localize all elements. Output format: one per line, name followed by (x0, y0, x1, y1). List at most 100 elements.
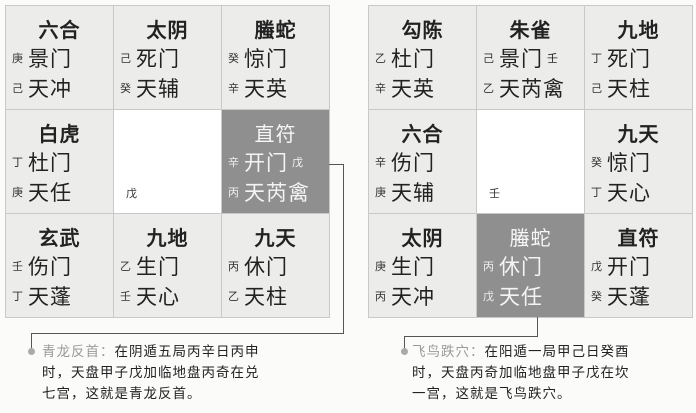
stem-label: 己 (591, 82, 602, 95)
stem-label: 丙 (228, 186, 239, 199)
door-label: 惊门 (244, 47, 288, 71)
door-label: 死门 (136, 47, 180, 71)
door-label: 开门 (244, 151, 288, 175)
palace-cell: 玄武 壬伤门 丁天蓬 (6, 214, 113, 317)
star-label: 天冲 (28, 77, 72, 101)
caption-text: 在阴遁五局丙辛日丙申 (114, 344, 260, 360)
caption-text: 七宫，这就是青龙反首。 (42, 386, 202, 402)
stem-label: 庚 (12, 186, 23, 199)
caption-text: 时，天盘丙奇加临地盘甲子戊在坎 (412, 365, 630, 381)
star-label: 天辅 (136, 77, 180, 101)
deity-label: 螣蛇 (254, 18, 297, 42)
door-label: 景门 (28, 47, 72, 71)
stem-label: 丙 (228, 260, 239, 273)
door-label: 死门 (607, 47, 651, 71)
connector-line (404, 336, 405, 351)
star-label: 天心 (136, 285, 180, 309)
caption-title: 青龙反首： (42, 344, 115, 360)
center-palace: 壬 (477, 110, 584, 213)
deity-label: 玄武 (38, 226, 81, 250)
deity-label: 九地 (617, 18, 660, 42)
stem-label-right: 壬 (547, 52, 558, 65)
stem-label: 丁 (12, 156, 23, 169)
palace-cell: 勾陈 乙杜门 辛天英 (369, 6, 476, 109)
door-label: 杜门 (391, 47, 435, 71)
stem-label: 癸 (120, 82, 131, 95)
stem-label: 乙 (120, 260, 131, 273)
stem-label: 己 (12, 82, 23, 95)
deity-label: 六合 (401, 122, 444, 146)
caption-text: 时，天盘甲子戊加临地盘丙奇在兑 (42, 365, 260, 381)
door-label: 休门 (244, 255, 288, 279)
palace-cell: 九地 乙生门 壬天心 (114, 214, 221, 317)
stem-label: 己 (120, 52, 131, 65)
star-label: 天芮禽 (244, 181, 310, 205)
caption-text: 一宫，这就是飞鸟跌穴。 (412, 386, 572, 402)
palace-cell: 九地 丁死门 己天柱 (585, 6, 692, 109)
door-label: 景门 (499, 47, 543, 71)
connector-line (537, 317, 538, 337)
palace-cell: 九天 癸惊门 丁天心 (585, 110, 692, 213)
stem-label: 癸 (591, 290, 602, 303)
deity-label: 九天 (254, 226, 297, 250)
connector-line (31, 333, 344, 334)
stem-label: 癸 (228, 52, 239, 65)
connector-line (329, 164, 344, 165)
bullet-dot-icon (401, 348, 408, 355)
star-label: 天芮禽 (499, 77, 565, 101)
star-label: 天英 (244, 77, 288, 101)
caption-text: 在阳遁一局甲己日癸酉 (484, 344, 630, 360)
stem-label: 庚 (375, 260, 386, 273)
door-label: 伤门 (28, 255, 72, 279)
right-qimen-chart: 勾陈 乙杜门 辛天英 朱雀 己景门壬 乙天芮禽 九地 丁死门 己天柱 六合 辛伤… (368, 5, 693, 318)
stem-label: 壬 (12, 260, 23, 273)
deity-label: 太阴 (401, 226, 444, 250)
door-label: 伤门 (391, 151, 435, 175)
stem-label: 乙 (483, 82, 494, 95)
center-stem-label: 戊 (126, 187, 137, 200)
star-label: 天蓬 (28, 285, 72, 309)
star-label: 天任 (499, 285, 543, 309)
deity-label: 六合 (38, 18, 81, 42)
caption-title: 飞鸟跌穴： (412, 344, 485, 360)
stem-label: 庚 (12, 52, 23, 65)
palace-cell: 直符 戊开门 癸天蓬 (585, 214, 692, 317)
connector-line (343, 164, 344, 334)
stem-label: 丁 (591, 186, 602, 199)
deity-label: 勾陈 (401, 18, 444, 42)
door-label: 休门 (499, 255, 543, 279)
stem-label: 乙 (375, 52, 386, 65)
star-label: 天任 (28, 181, 72, 205)
left-qimen-chart: 六合 庚景门 己天冲 太阴 己死门 癸天辅 螣蛇 癸惊门 辛天英 白虎 丁杜门 … (5, 5, 330, 318)
stem-label: 丁 (12, 290, 23, 303)
right-caption: 飞鸟跌穴：在阳遁一局甲己日癸酉 时，天盘丙奇加临地盘甲子戊在坎 一宫，这就是飞鸟… (412, 342, 696, 405)
star-label: 天蓬 (607, 285, 651, 309)
stem-label: 己 (483, 52, 494, 65)
center-palace: 戊 (114, 110, 221, 213)
deity-label: 九地 (146, 226, 189, 250)
stem-label: 丙 (483, 260, 494, 273)
stem-label: 戊 (591, 260, 602, 273)
door-label: 杜门 (28, 151, 72, 175)
palace-cell: 朱雀 己景门壬 乙天芮禽 (477, 6, 584, 109)
star-label: 天柱 (607, 77, 651, 101)
palace-cell-highlighted: 直符 辛开门戊 丙天芮禽 (222, 110, 329, 213)
palace-cell: 六合 辛伤门 庚天辅 (369, 110, 476, 213)
star-label: 天冲 (391, 285, 435, 309)
stem-label-right: 戊 (292, 156, 303, 169)
stem-label: 丁 (591, 52, 602, 65)
door-label: 生门 (391, 255, 435, 279)
stem-label: 戊 (483, 290, 494, 303)
deity-label: 直符 (617, 226, 660, 250)
palace-cell: 白虎 丁杜门 庚天任 (6, 110, 113, 213)
palace-cell: 螣蛇 癸惊门 辛天英 (222, 6, 329, 109)
stem-label: 辛 (375, 82, 386, 95)
star-label: 天英 (391, 77, 435, 101)
stem-label: 癸 (591, 156, 602, 169)
center-stem-label: 壬 (489, 187, 500, 200)
star-label: 天柱 (244, 285, 288, 309)
door-label: 开门 (607, 255, 651, 279)
stem-label: 辛 (228, 156, 239, 169)
connector-line (31, 333, 32, 351)
stem-label: 辛 (375, 156, 386, 169)
